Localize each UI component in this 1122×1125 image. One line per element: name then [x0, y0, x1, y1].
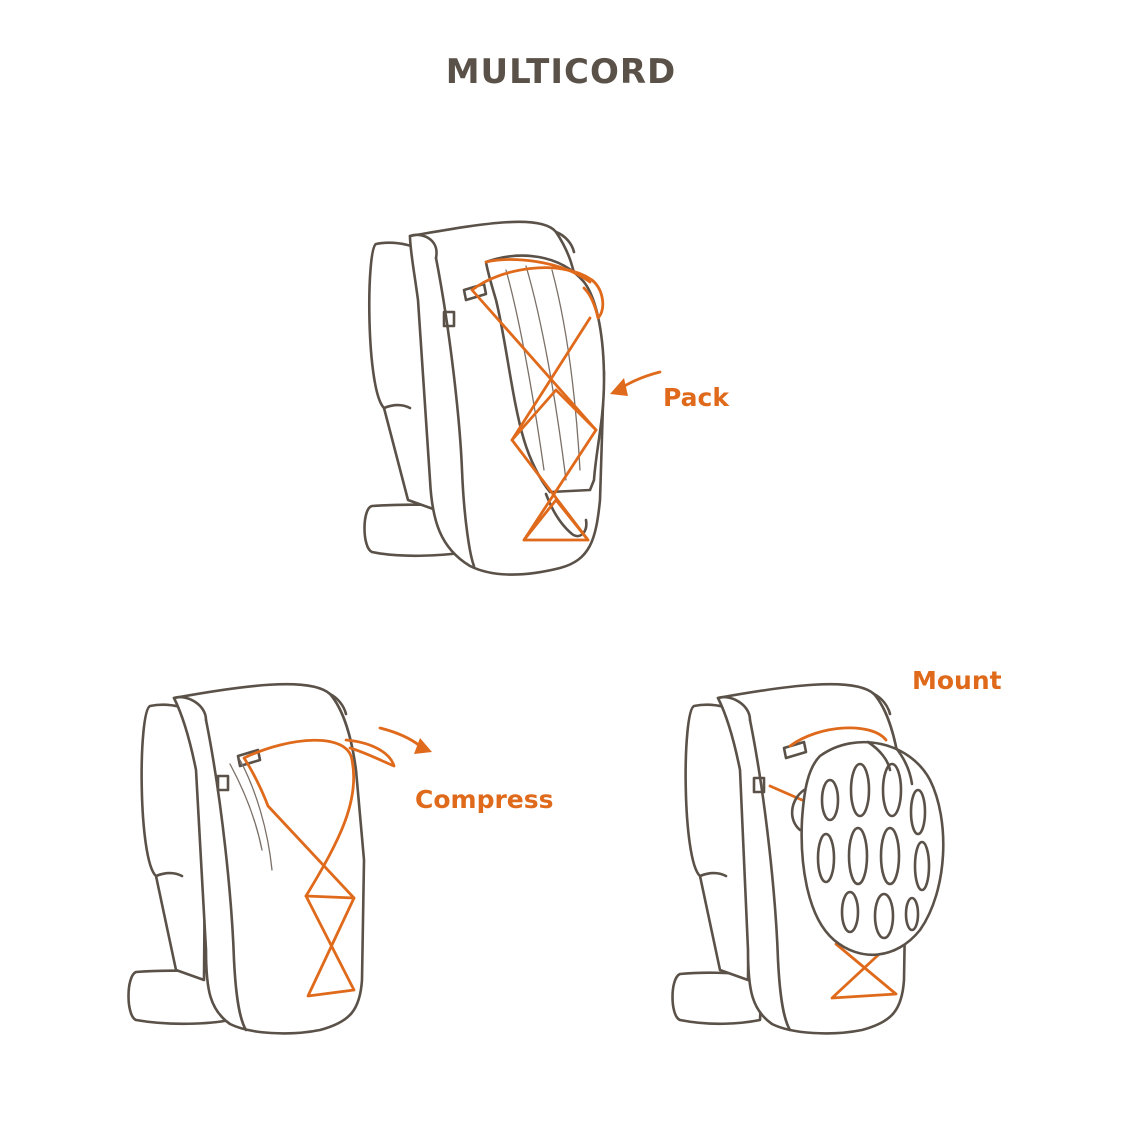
arrow-head — [610, 378, 628, 396]
cord-pack — [470, 266, 605, 542]
hip-belt — [671, 971, 764, 1026]
logo-tab — [752, 776, 766, 794]
logo-tab — [216, 774, 230, 792]
logo-tab — [442, 310, 456, 328]
arrow-head — [414, 738, 432, 754]
label-compress: Compress — [415, 785, 554, 814]
helmet-icon — [800, 740, 945, 957]
label-mount: Mount — [912, 666, 1002, 695]
cord-compress — [242, 738, 356, 998]
backpack-mount-icon — [671, 682, 945, 1035]
pack-body — [172, 682, 366, 1035]
backpack-compress-icon — [127, 682, 432, 1035]
label-pack: Pack — [663, 383, 729, 412]
diagram-title: MULTICORD — [445, 52, 677, 92]
arrow-icon — [378, 726, 422, 748]
backpack-pack-icon — [363, 220, 662, 576]
